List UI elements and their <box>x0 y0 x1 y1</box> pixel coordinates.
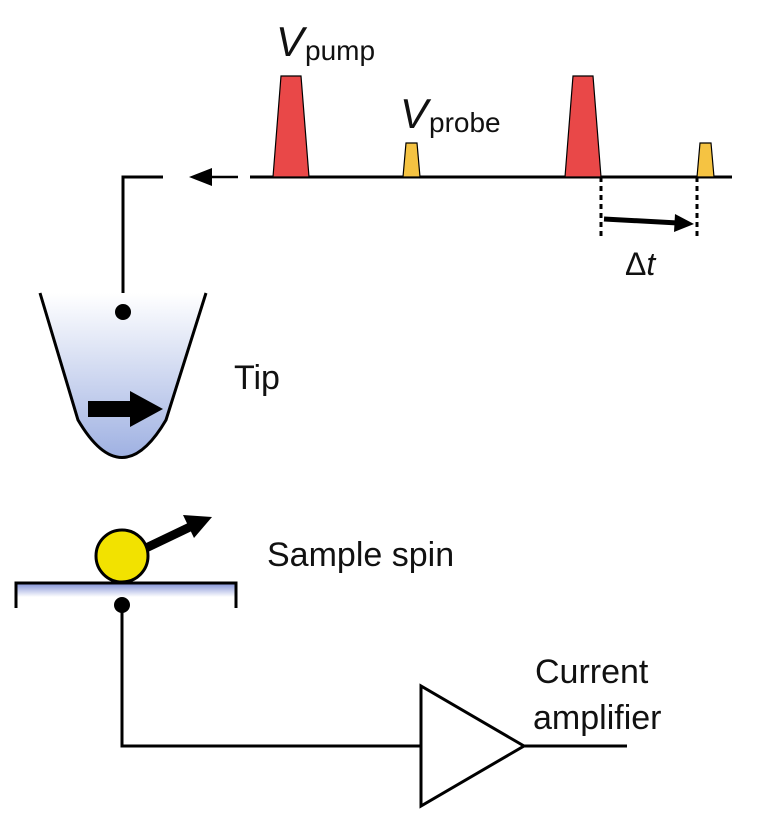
tip-body <box>40 293 206 458</box>
watermark-text: 搜狐号@大可数学人生工作室 <box>9 9 178 25</box>
arrow-up-right-icon <box>144 515 212 553</box>
tip-outline <box>38 292 208 459</box>
delay-arrow-icon <box>603 214 694 232</box>
current-amplifier-label-line1: Current <box>535 653 649 691</box>
pump-pulse-1 <box>272 75 310 178</box>
tip-contact-dot <box>115 304 131 320</box>
v-probe-label-main: V <box>400 90 432 137</box>
tip-label: Tip <box>234 359 280 397</box>
arrow-right-icon <box>88 391 163 427</box>
current-amplifier-triangle <box>419 683 527 809</box>
amplifier-input-wire <box>120 605 421 748</box>
arrow-left-icon <box>189 168 238 186</box>
delta-t-label: Δt <box>625 246 656 282</box>
probe-pulse-1 <box>402 142 421 178</box>
pump-pulse-2 <box>564 75 602 178</box>
v-pump-label-main: V <box>276 18 308 65</box>
sample-spin-ball <box>94 528 150 584</box>
probe-pulse-2 <box>696 142 715 178</box>
substrate-surface <box>16 583 236 597</box>
v-pump-label-sub: pump <box>305 35 375 66</box>
delta-symbol: Δ <box>625 246 646 282</box>
v-probe-label-sub: probe <box>429 107 501 138</box>
tip-lead-wire <box>121 175 163 312</box>
sample-spin-label: Sample spin <box>267 536 454 574</box>
delta-t-variable: t <box>646 246 656 282</box>
current-amplifier-label-line2: amplifier <box>533 699 661 737</box>
